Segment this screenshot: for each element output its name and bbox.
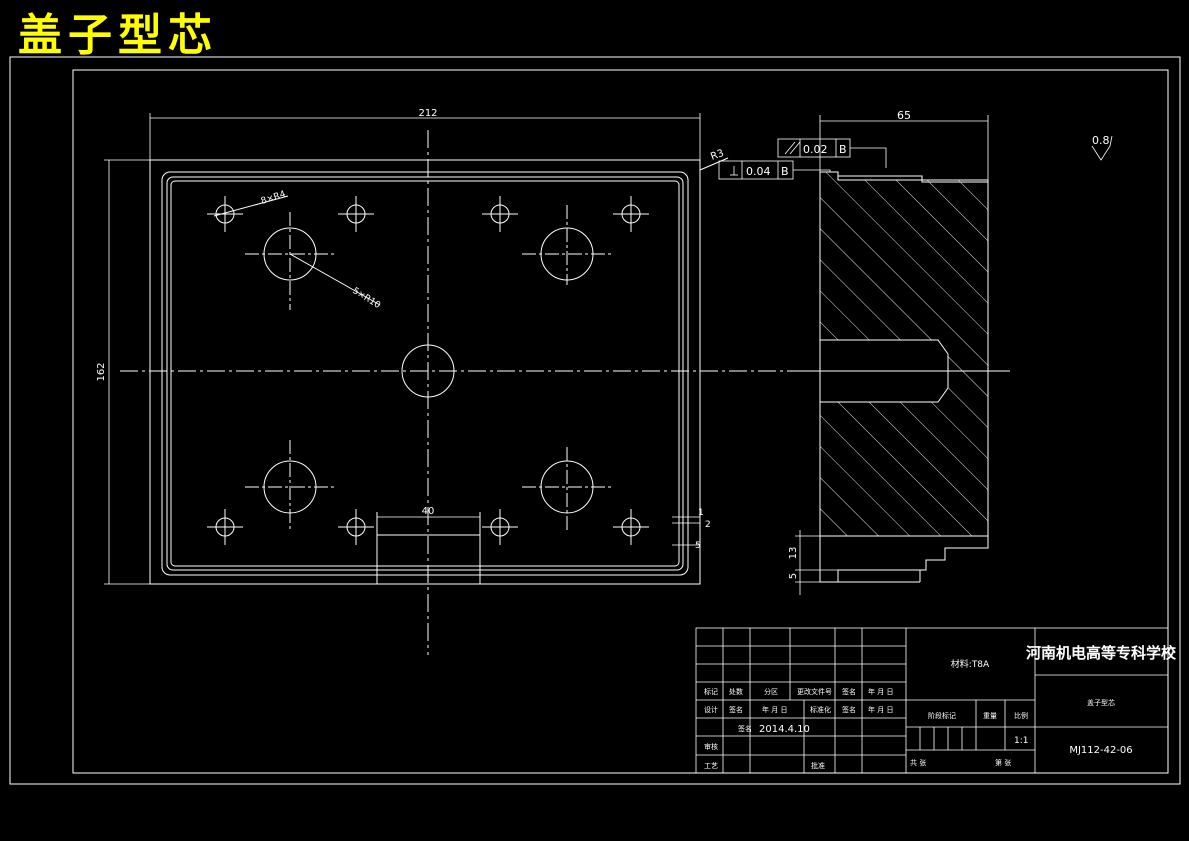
note-small-holes: 8×R4 [260, 189, 287, 206]
tb-label-sheet-no: 第 张 [995, 758, 1011, 767]
title-block-text: 标记 处数 分区 更改文件号 签名 年 月 日 设计 签名 年 月 日 标准化 … [704, 687, 1028, 770]
tb-label-zone: 分区 [764, 687, 778, 696]
dim-2: 2 [705, 520, 711, 530]
section-view [800, 171, 1010, 583]
roughness-value: 0.8 [1092, 134, 1110, 147]
tb-label-weight: 重量 [983, 712, 997, 720]
tb-drawing-no: MJ112-42-06 [1069, 745, 1132, 756]
dim-5-plan: 5 [695, 541, 701, 551]
tb-label-change: 更改文件号 [797, 687, 832, 696]
drawing-title: 盖子型芯 [18, 10, 218, 61]
tol-datum-1: B [839, 143, 847, 156]
sheet-borders [9, 56, 1181, 785]
section-dimensions [718, 115, 1113, 595]
dim-5-section: 5 [788, 573, 799, 579]
tb-label-ymd-2: 年 月 日 [762, 705, 787, 714]
dim-1: 1 [698, 508, 704, 518]
plan-dimensions [104, 113, 701, 585]
tol-datum-2: B [781, 165, 789, 178]
tb-part-name: 盖子型芯 [1087, 698, 1115, 707]
tb-material: 材料:T8A [951, 658, 990, 670]
tb-school: 河南机电高等专科学校 [1026, 644, 1177, 662]
dim-plan-width: 212 [418, 108, 437, 119]
tb-label-check: 审核 [704, 742, 718, 751]
tb-label-ratio: 比例 [1014, 711, 1028, 720]
tb-label-approve: 批准 [811, 761, 825, 770]
dim-13: 13 [788, 547, 799, 560]
title-block [653, 627, 1169, 774]
tb-label-count: 处数 [729, 687, 743, 696]
tb-label-design: 设计 [704, 705, 718, 714]
tb-label-ymd-3: 年 月 日 [868, 705, 893, 714]
tb-label-process: 工艺 [704, 762, 718, 770]
tol-perp: 0.04 [746, 165, 771, 178]
tb-label-sign: 签名 [842, 687, 856, 696]
tb-label-sign-3: 签名 [842, 705, 856, 714]
tb-scale: 1:1 [1014, 736, 1028, 746]
note-large-holes: 5×R10 [350, 286, 382, 311]
tb-label-sheet-total: 共 张 [910, 758, 926, 767]
tb-label-sign-4: 签名 [738, 724, 752, 733]
tb-label-standard: 标准化 [810, 705, 831, 714]
tol-parallel: 0.02 [803, 143, 828, 156]
dim-r3: R3 [709, 148, 725, 163]
tb-label-mark: 标记 [704, 687, 718, 696]
tb-date: 2014.4.10 [759, 724, 810, 735]
dim-section-width: 65 [897, 109, 911, 122]
tb-label-ymd: 年 月 日 [868, 687, 893, 696]
dim-slot: 40 [422, 506, 435, 517]
tb-label-sign-2: 签名 [729, 705, 743, 714]
dim-plan-height: 162 [96, 362, 107, 381]
plan-view [120, 130, 1010, 655]
tb-label-stage: 阶段标记 [928, 711, 956, 720]
